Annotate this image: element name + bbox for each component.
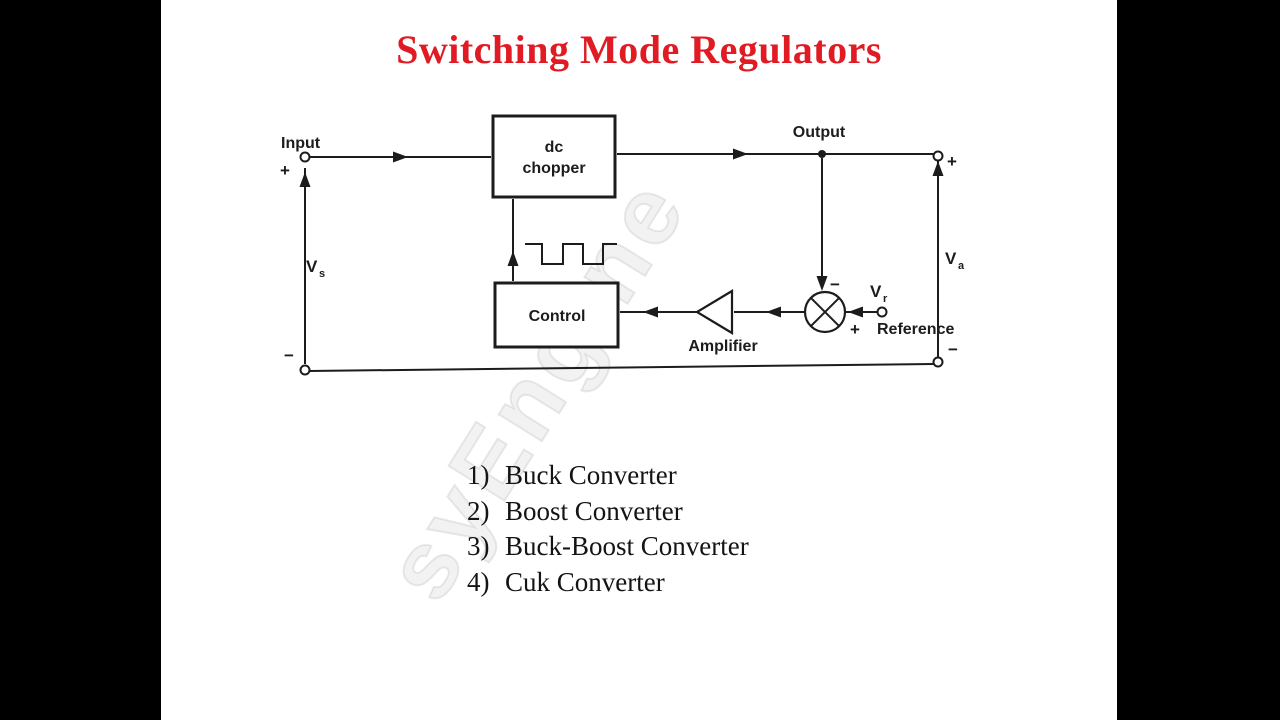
dc-chopper-label-line1: dc [545, 139, 564, 156]
control-label: Control [529, 308, 586, 325]
input-label: Input [281, 135, 321, 152]
terminal-output-plus [932, 150, 944, 162]
control-block [493, 281, 620, 349]
terminal-output-minus [932, 356, 944, 368]
arrow-left-icon [766, 306, 781, 318]
wire-bottom-rail [308, 363, 935, 372]
summing-minus-sign: − [830, 275, 840, 294]
arrow-up-icon [932, 161, 944, 176]
list-item-label: Buck Converter [505, 460, 677, 490]
list-item: 3) Buck-Boost Converter [467, 529, 749, 565]
arrow-up-icon [299, 172, 311, 187]
dc-chopper-block [491, 114, 617, 199]
slide-content: Switching Mode Regulators syEngine [161, 0, 1117, 720]
terminal-reference [876, 306, 888, 318]
list-item-number: 1) [467, 460, 490, 490]
summing-plus-sign: + [850, 320, 860, 339]
dc-chopper-label-line2: chopper [522, 160, 585, 177]
list-item: 4) Cuk Converter [467, 565, 749, 601]
vr-subscript: r [883, 293, 888, 305]
summing-junction-icon [803, 290, 847, 334]
output-label: Output [793, 124, 846, 141]
list-item-label: Boost Converter [505, 495, 683, 526]
summing-x [810, 297, 840, 327]
list-item-number: 2) [467, 495, 490, 526]
va-label: V [945, 249, 957, 268]
diagram-wires [299, 148, 944, 372]
output-minus-sign: − [948, 340, 958, 359]
list-item: 1) Buck Converter [467, 458, 749, 494]
list-item-label: Cuk Converter [505, 566, 665, 597]
output-plus-sign: + [947, 152, 957, 171]
slide-title: Switching Mode Regulators [396, 27, 882, 72]
block-diagram: Input + − V s dc chopper Control Output … [280, 114, 965, 376]
vs-subscript: s [319, 268, 325, 280]
letterbox-left [0, 0, 161, 720]
letterbox-right [1117, 0, 1280, 720]
vs-label: V [306, 257, 318, 276]
converter-list: 1) Buck Converter 2) Boost Converter 3) … [467, 458, 749, 600]
list-item-number: 3) [467, 531, 490, 561]
input-plus-sign: + [280, 161, 290, 180]
arrow-left-icon [848, 306, 863, 318]
input-minus-sign: − [284, 346, 294, 365]
vr-label: V [870, 282, 882, 301]
arrow-right-icon [733, 148, 748, 160]
va-subscript: a [958, 260, 965, 272]
arrow-down-icon [816, 276, 828, 291]
list-item-number: 4) [467, 566, 490, 597]
terminal-input-minus [299, 364, 311, 376]
amplifier-triangle-icon [694, 289, 734, 335]
arrow-up-icon [507, 251, 519, 266]
list-item: 2) Boost Converter [467, 494, 749, 530]
amplifier-label: Amplifier [688, 338, 757, 355]
arrow-left-icon [643, 306, 658, 318]
terminal-input-plus [299, 151, 311, 163]
square-wave-icon [525, 243, 617, 265]
junction-dot [818, 150, 826, 158]
reference-label: Reference [877, 321, 954, 338]
arrow-right-icon [393, 151, 408, 163]
list-item-label: Buck-Boost Converter [505, 531, 749, 561]
